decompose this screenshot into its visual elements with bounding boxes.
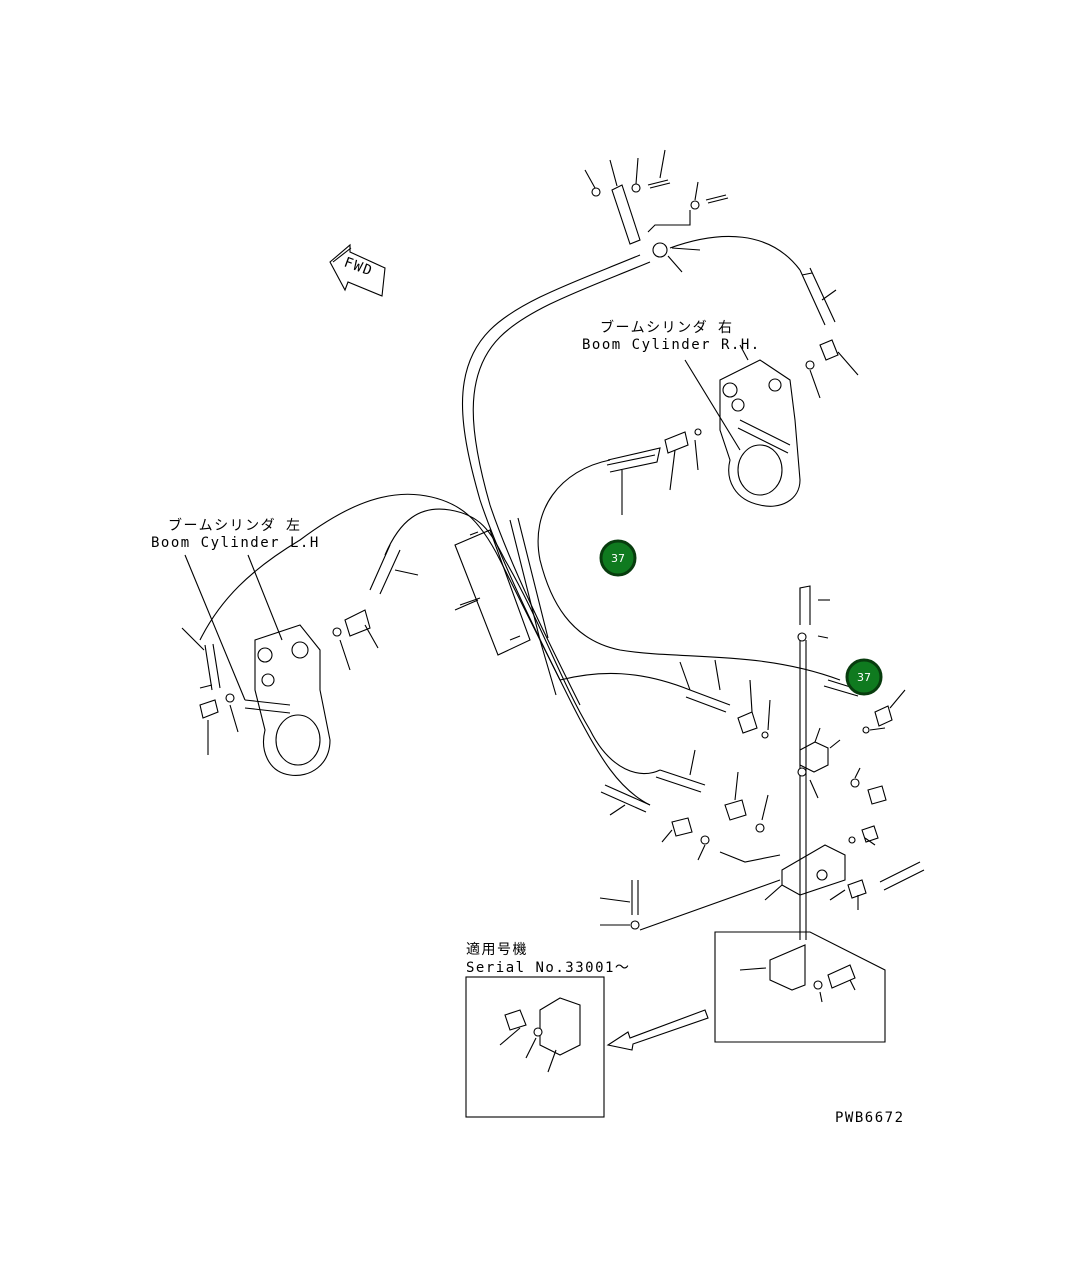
callout-37-a-label: 37 xyxy=(611,552,625,565)
boom-cylinder-lh xyxy=(181,544,481,776)
boom-cylinder-rh-jp-label: ブームシリンダ 右 xyxy=(600,319,734,336)
valve-blocks xyxy=(599,585,925,940)
boom-cylinder-rh xyxy=(606,267,859,515)
callout-37-b-label: 37 xyxy=(857,671,871,684)
boom-cylinder-lh-en-label: Boom Cylinder L.H xyxy=(151,535,320,551)
callout-37-b[interactable]: 37 xyxy=(845,658,883,696)
drawing-number: PWB6672 xyxy=(835,1110,905,1126)
fwd-arrow-icon: FWD xyxy=(329,243,386,297)
hoses xyxy=(199,235,841,806)
clamp-tube xyxy=(454,517,557,696)
detail-arrow-icon xyxy=(606,1009,709,1051)
serial-en-label: Serial No.33001〜 xyxy=(466,960,630,976)
boom-cylinder-rh-en-label: Boom Cylinder R.H. xyxy=(582,337,761,353)
callout-37-a[interactable]: 37 xyxy=(599,539,637,577)
serial-jp-label: 適用号機 xyxy=(466,941,528,958)
detail-box-right xyxy=(714,931,886,1043)
top-bracket xyxy=(584,149,729,273)
fwd-label: FWD xyxy=(342,255,375,280)
detail-box-serial xyxy=(465,976,605,1118)
boom-cylinder-lh-jp-label: ブームシリンダ 左 xyxy=(168,517,302,534)
